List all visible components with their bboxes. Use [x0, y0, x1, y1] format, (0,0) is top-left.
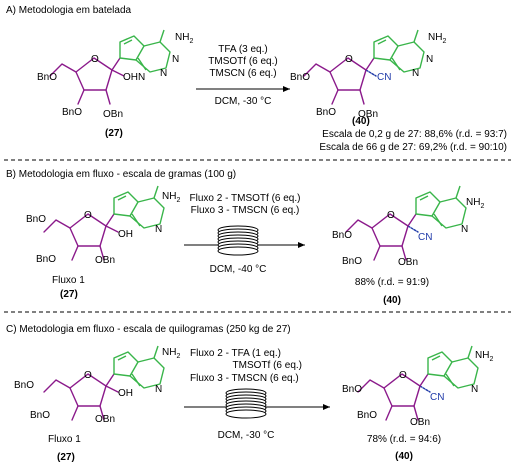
- n-label: N: [461, 224, 468, 235]
- section-b-title: B) Metodologia em fluxo - escala de gram…: [6, 169, 236, 180]
- section-b-product-compound-number: (40): [383, 295, 401, 306]
- obn-label: OBn: [95, 414, 115, 425]
- obn-label: OBn: [103, 109, 123, 120]
- n-label: N: [172, 54, 179, 65]
- section-c-product-molecule: BnO BnO OBn O CN NH2 N 78% (r.d. = 94:6)…: [342, 345, 493, 462]
- flow-stream-line: Fluxo 2 - TMSOTf (6 eq.): [190, 193, 301, 204]
- ring-oxygen-label: O: [399, 370, 407, 381]
- section-c-flow-reactor: Fluxo 2 - TFA (1 eq.) TMSOTf (6 eq.) Flu…: [184, 348, 330, 441]
- n-label: N: [471, 384, 478, 395]
- bno-label: BnO: [30, 410, 50, 421]
- oh-label: OH: [118, 388, 133, 399]
- oh-label: OH: [123, 72, 138, 83]
- ring-oxygen-label: O: [84, 210, 92, 221]
- section-c-start-molecule: BnO BnO OBn O OH NH2 N Fluxo 1 (27): [14, 345, 180, 463]
- section-a-product-compound-number: (40): [352, 116, 370, 127]
- n-label: N: [155, 384, 162, 395]
- bno-label: BnO: [332, 230, 352, 241]
- oh-label: OH: [118, 229, 133, 240]
- bno-label: BnO: [62, 107, 82, 118]
- section-a-start-molecule: BnO BnO OBn O OH NH2 N N N (27): [37, 29, 193, 139]
- flow-stream-line: Fluxo 3 - TMSCN (6 eq.): [191, 205, 300, 216]
- reaction-conditions: DCM, -30 °C: [218, 430, 275, 441]
- section-c-start-compound-number: (27): [57, 452, 75, 463]
- reaction-conditions: DCM, -40 °C: [210, 264, 267, 275]
- obn-label: OBn: [410, 417, 430, 428]
- bno-label: BnO: [36, 254, 56, 265]
- section-a-title: A) Metodologia em batelada: [6, 5, 132, 16]
- reagent-line: TMSOTf (6 eq.): [208, 56, 277, 67]
- result-line: Escala de 66 g de 27: 69,2% (r.d. = 90:1…: [319, 142, 507, 153]
- obn-label: OBn: [95, 255, 115, 266]
- section-a-product-molecule: BnO BnO OBn O CN NH2 N N (40): [290, 29, 446, 127]
- bno-label: BnO: [290, 72, 310, 83]
- flow-stream-line: TMSOTf (6 eq.): [233, 360, 302, 371]
- bno-label: BnO: [37, 72, 57, 83]
- obn-label: OBn: [398, 257, 418, 268]
- section-b-product-molecule: BnO BnO OBn O CN NH2 N 88% (r.d. = 91:9)…: [332, 185, 484, 306]
- nh2-label: NH2: [162, 191, 180, 204]
- feed-label: Fluxo 1: [48, 434, 81, 445]
- section-b-yield: 88% (r.d. = 91:9): [355, 277, 429, 288]
- reaction-conditions: DCM, -30 °C: [215, 96, 272, 107]
- flow-stream-line: Fluxo 2 - TFA (1 eq.): [190, 348, 281, 359]
- reagent-line: TFA (3 eq.): [218, 44, 267, 55]
- section-c-title: C) Metodologia em fluxo - escala de quil…: [6, 324, 291, 335]
- nh2-label: NH2: [162, 347, 180, 360]
- n-label: N: [155, 224, 162, 235]
- bno-label: BnO: [316, 107, 336, 118]
- nh2-label: NH2: [466, 197, 484, 210]
- section-b-start-compound-number: (27): [60, 289, 78, 300]
- bno-label: BnO: [342, 384, 362, 395]
- ring-oxygen-label: O: [345, 54, 353, 65]
- ring-oxygen-label: O: [91, 54, 99, 65]
- ring-oxygen-label: O: [84, 370, 92, 381]
- bno-label: BnO: [342, 256, 362, 267]
- nh2-label: NH2: [175, 32, 193, 45]
- reactor-coil-icon: [217, 225, 259, 256]
- section-a: A) Metodologia em batelada BnO BnO OBn O…: [6, 5, 507, 153]
- n-label: N: [160, 68, 167, 79]
- n-label: N: [426, 54, 433, 65]
- ring-oxygen-label: O: [387, 210, 395, 221]
- result-line: Escala de 0,2 g de 27: 88,6% (r.d. = 93:…: [322, 129, 507, 140]
- bno-label: BnO: [357, 410, 377, 421]
- nh2-label: NH2: [428, 32, 446, 45]
- section-b-start-molecule: BnO BnO OBn O OH NH2 N Fluxo 1 (27): [26, 185, 180, 300]
- obn-label: OBn: [358, 109, 378, 120]
- bno-label: BnO: [14, 380, 34, 391]
- section-c-product-compound-number: (40): [395, 451, 413, 462]
- n-label: N: [412, 68, 419, 79]
- cn-label: CN: [377, 72, 391, 83]
- reagent-line: TMSCN (6 eq.): [209, 68, 276, 79]
- section-b: B) Metodologia em fluxo - escala de gram…: [6, 169, 484, 306]
- section-a-reaction-arrow: TFA (3 eq.) TMSOTf (6 eq.) TMSCN (6 eq.)…: [196, 44, 290, 107]
- flow-stream-line: Fluxo 3 - TMSCN (6 eq.): [190, 373, 299, 384]
- cn-label: CN: [418, 232, 432, 243]
- reactor-coil-icon: [225, 388, 267, 419]
- bno-label: BnO: [26, 214, 46, 225]
- feed-label: Fluxo 1: [52, 275, 85, 286]
- section-c: C) Metodologia em fluxo - escala de quil…: [6, 324, 493, 463]
- section-b-flow-reactor: Fluxo 2 - TMSOTf (6 eq.) Fluxo 3 - TMSCN…: [184, 193, 305, 275]
- n-label: N: [138, 72, 145, 83]
- section-a-start-compound-number: (27): [105, 128, 123, 139]
- nh2-label: NH2: [475, 350, 493, 363]
- cn-label: CN: [430, 392, 444, 403]
- section-c-yield: 78% (r.d. = 94:6): [367, 434, 441, 445]
